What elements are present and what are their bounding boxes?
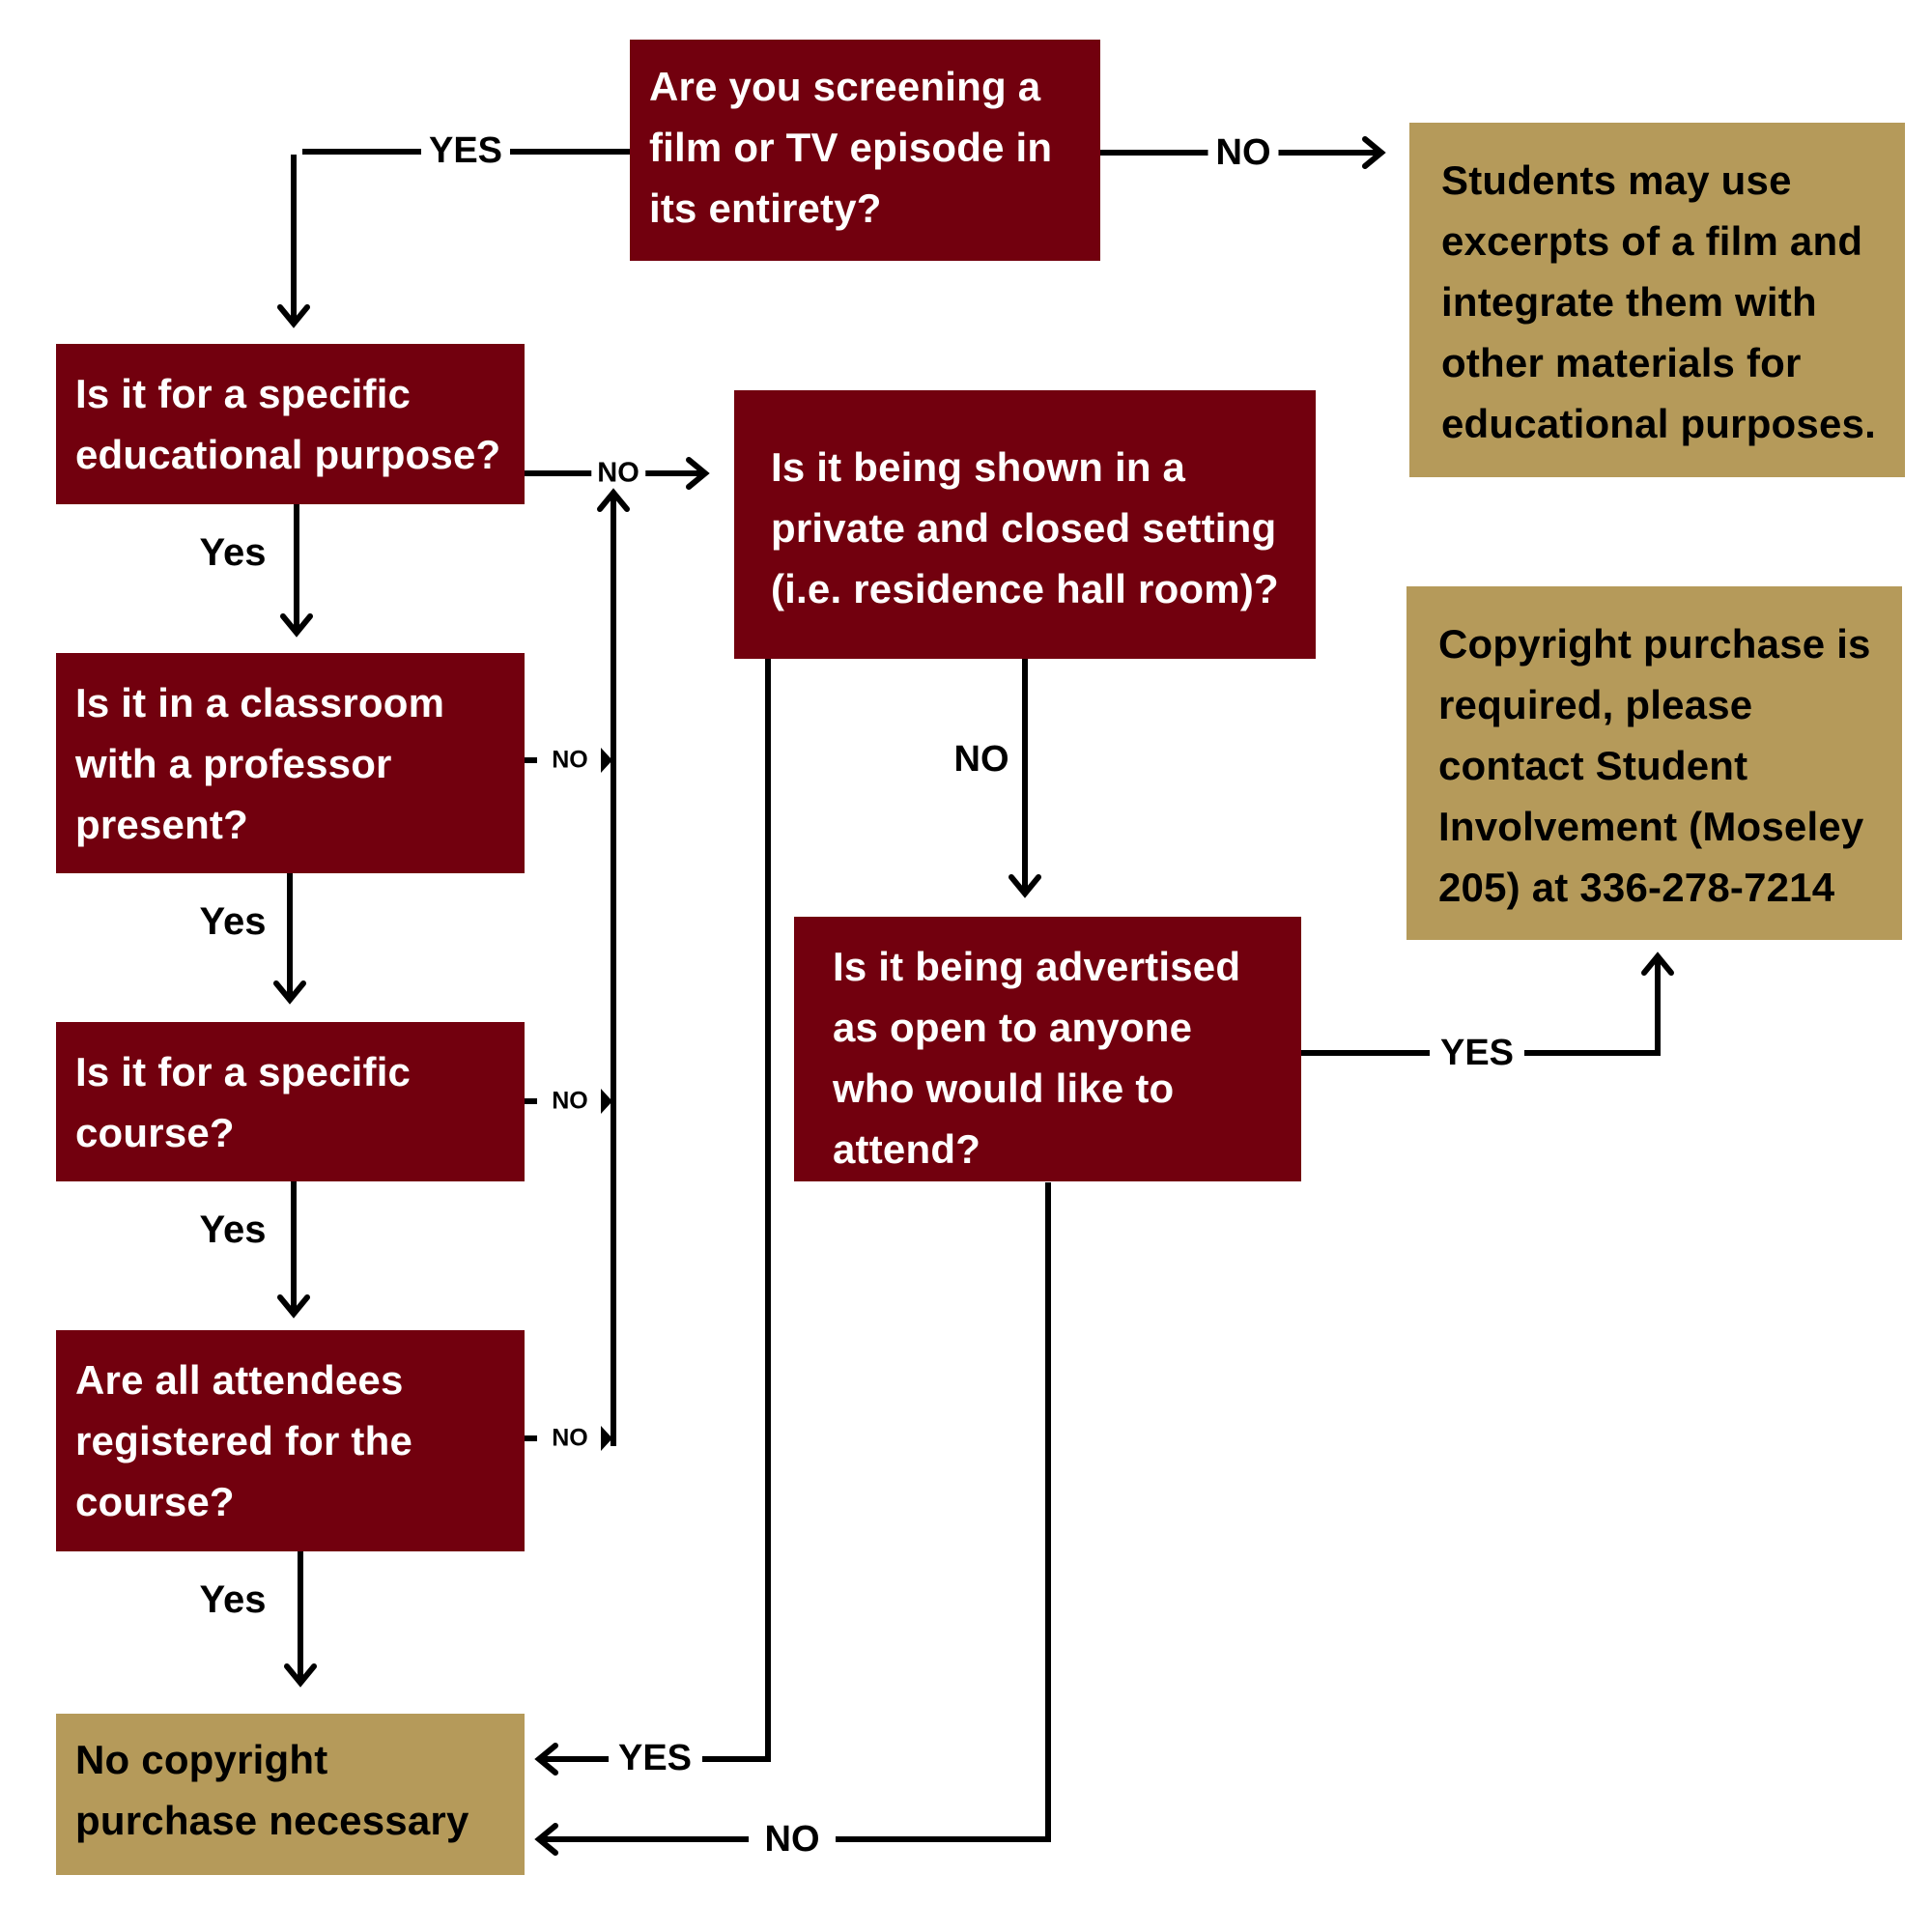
edge-label-private-yes: YES — [617, 1738, 693, 1778]
question-line: Is it for a specific — [75, 1049, 412, 1094]
edge-label-entirety-yes: YES — [420, 132, 511, 169]
arrowhead-registered-yes — [284, 1663, 317, 1688]
question-line: private and closed setting — [771, 505, 1277, 551]
question-line: Is it being shown in a — [771, 444, 1186, 490]
edge-label-course-yes: Yes — [199, 1208, 267, 1251]
outcome-line: purchase necessary — [75, 1798, 469, 1843]
arrowhead-educational-no — [686, 457, 710, 490]
question-line: Is it for a specific — [75, 371, 412, 416]
edge-label-classroom-yes: Yes — [199, 900, 267, 943]
edge-label-educational-yes: Yes — [199, 531, 267, 574]
question-specific-course: Is it for a specific course? — [56, 1022, 525, 1181]
outcome-line: educational purposes. — [1441, 401, 1876, 446]
question-educational-purpose: Is it for a specific educational purpose… — [56, 344, 525, 504]
outcome-line: Involvement (Moseley — [1438, 804, 1864, 849]
connector-advertised-yes-tail — [1524, 956, 1661, 1056]
question-line: course? — [75, 1479, 235, 1524]
arrowhead-advertised-yes — [1641, 952, 1674, 976]
question-line: as open to anyone — [833, 1005, 1193, 1050]
question-line: Are all attendees — [75, 1357, 404, 1403]
arrowhead-no-collector — [597, 488, 630, 512]
edge-label-educational-no: NO — [591, 459, 645, 488]
arrowhead-private-no — [1009, 874, 1041, 898]
outcome-line: required, please — [1438, 682, 1753, 727]
arrowhead-course-no — [601, 1089, 612, 1114]
arrowhead-educational-yes — [280, 613, 313, 638]
edge-label-course-no: NO — [552, 1087, 588, 1115]
edge-label-classroom-no: NO — [552, 746, 588, 774]
outcome-excerpts: Students may use excerpts of a film and … — [1409, 123, 1905, 477]
edge-label-private-no: NO — [953, 739, 1009, 780]
outcome-line: No copyright — [75, 1737, 328, 1782]
question-line: educational purpose? — [75, 432, 501, 477]
edge-label-advertised-yes: YES — [1439, 1033, 1515, 1073]
arrowhead-entirety-no — [1362, 136, 1386, 169]
question-advertised: Is it being advertised as open to anyone… — [794, 917, 1301, 1181]
outcome-no-purchase: No copyright purchase necessary — [56, 1714, 525, 1875]
arrowhead-classroom-yes — [273, 980, 306, 1005]
edge-label-entirety-no: NO — [1208, 134, 1279, 171]
question-line: registered for the — [75, 1418, 413, 1463]
question-line: present? — [75, 802, 248, 847]
question-private-setting: Is it being shown in a private and close… — [734, 390, 1316, 659]
question-line: attend? — [833, 1126, 981, 1172]
question-line: with a professor — [75, 741, 392, 786]
question-line: Is it in a classroom — [75, 680, 445, 725]
connector-advertised-no — [836, 1182, 1051, 1842]
question-line: its entirety? — [649, 185, 882, 231]
outcome-line: Students may use — [1441, 157, 1792, 203]
outcome-line: other materials for — [1441, 340, 1802, 385]
question-line: Are you screening a — [649, 64, 1041, 109]
question-line: Is it being advertised — [833, 944, 1241, 989]
question-line: who would like to — [833, 1065, 1175, 1111]
outcome-line: integrate them with — [1441, 279, 1817, 325]
question-registered: Are all attendees registered for the cou… — [56, 1330, 525, 1551]
edge-label-advertised-no: NO — [764, 1819, 820, 1860]
outcome-line: 205) at 336-278-7214 — [1438, 865, 1835, 910]
arrowhead-private-yes — [534, 1743, 558, 1776]
arrowhead-classroom-no — [601, 748, 612, 773]
arrowhead-advertised-no — [534, 1823, 558, 1856]
question-line: film or TV episode in — [649, 125, 1053, 170]
outcome-purchase-required: Copyright purchase is required, please c… — [1406, 586, 1902, 940]
outcome-line: Copyright purchase is — [1438, 621, 1871, 667]
arrowhead-course-yes — [277, 1294, 310, 1319]
question-line: course? — [75, 1110, 235, 1155]
question-classroom: Is it in a classroom with a professor pr… — [56, 653, 525, 873]
question-line: (i.e. residence hall room)? — [771, 566, 1279, 611]
outcome-line: contact Student — [1438, 743, 1748, 788]
arrowhead-registered-no — [601, 1426, 612, 1451]
edge-label-registered-yes: Yes — [199, 1578, 267, 1621]
outcome-line: excerpts of a film and — [1441, 218, 1863, 264]
connector-private-yes — [702, 659, 771, 1762]
arrowhead-entirety-yes — [277, 304, 310, 328]
edge-label-registered-no: NO — [552, 1424, 588, 1452]
question-entirety: Are you screening a film or TV episode i… — [630, 40, 1100, 261]
